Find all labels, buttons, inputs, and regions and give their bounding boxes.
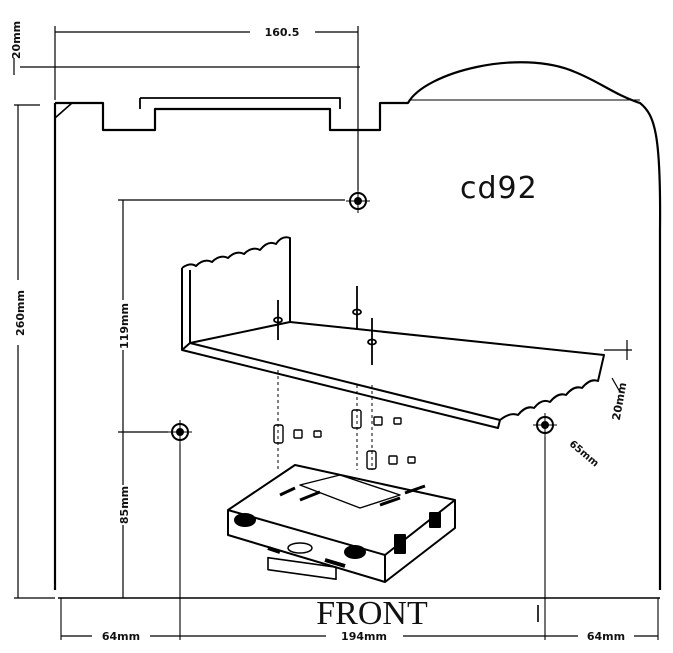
model-label: cd92: [460, 171, 538, 206]
mounting-bracket: [181, 236, 605, 429]
dimension-85-label: 85mm: [118, 486, 131, 524]
dimension-total-height-label: 260mm: [14, 290, 27, 336]
dimension-left-margin-label: 64mm: [102, 630, 140, 643]
dimension-119-label: 119mm: [118, 303, 131, 349]
bracket-screws: [273, 286, 377, 365]
dimension-top-offset: [13, 58, 360, 75]
dimension-total-height: [14, 104, 55, 599]
mounting-hole-right: [533, 413, 557, 437]
hole-guide-lines: [60, 437, 659, 640]
mounting-hole-left: [168, 420, 192, 444]
front-label: FRONT: [316, 595, 428, 632]
mounting-hole-top: [346, 189, 370, 213]
dimension-right-hole-label: 65mm: [567, 439, 601, 470]
housing-outline: [53, 61, 662, 590]
dimension-top-offset-label: 20mm: [10, 21, 23, 59]
dimension-top-width-label: 160.5: [265, 26, 300, 39]
spacer-hardware: [273, 409, 416, 470]
cd-unit: [227, 464, 456, 583]
dimension-hole-spacing-label: 194mm: [341, 630, 387, 643]
dimension-119: [118, 199, 345, 432]
dimension-bracket-lip: [604, 340, 632, 393]
dimension-bracket-lip-label: 20mm: [610, 381, 629, 421]
dimension-top-width: [54, 26, 359, 190]
dimension-85: [118, 431, 168, 598]
dimension-right-margin-label: 64mm: [587, 630, 625, 643]
